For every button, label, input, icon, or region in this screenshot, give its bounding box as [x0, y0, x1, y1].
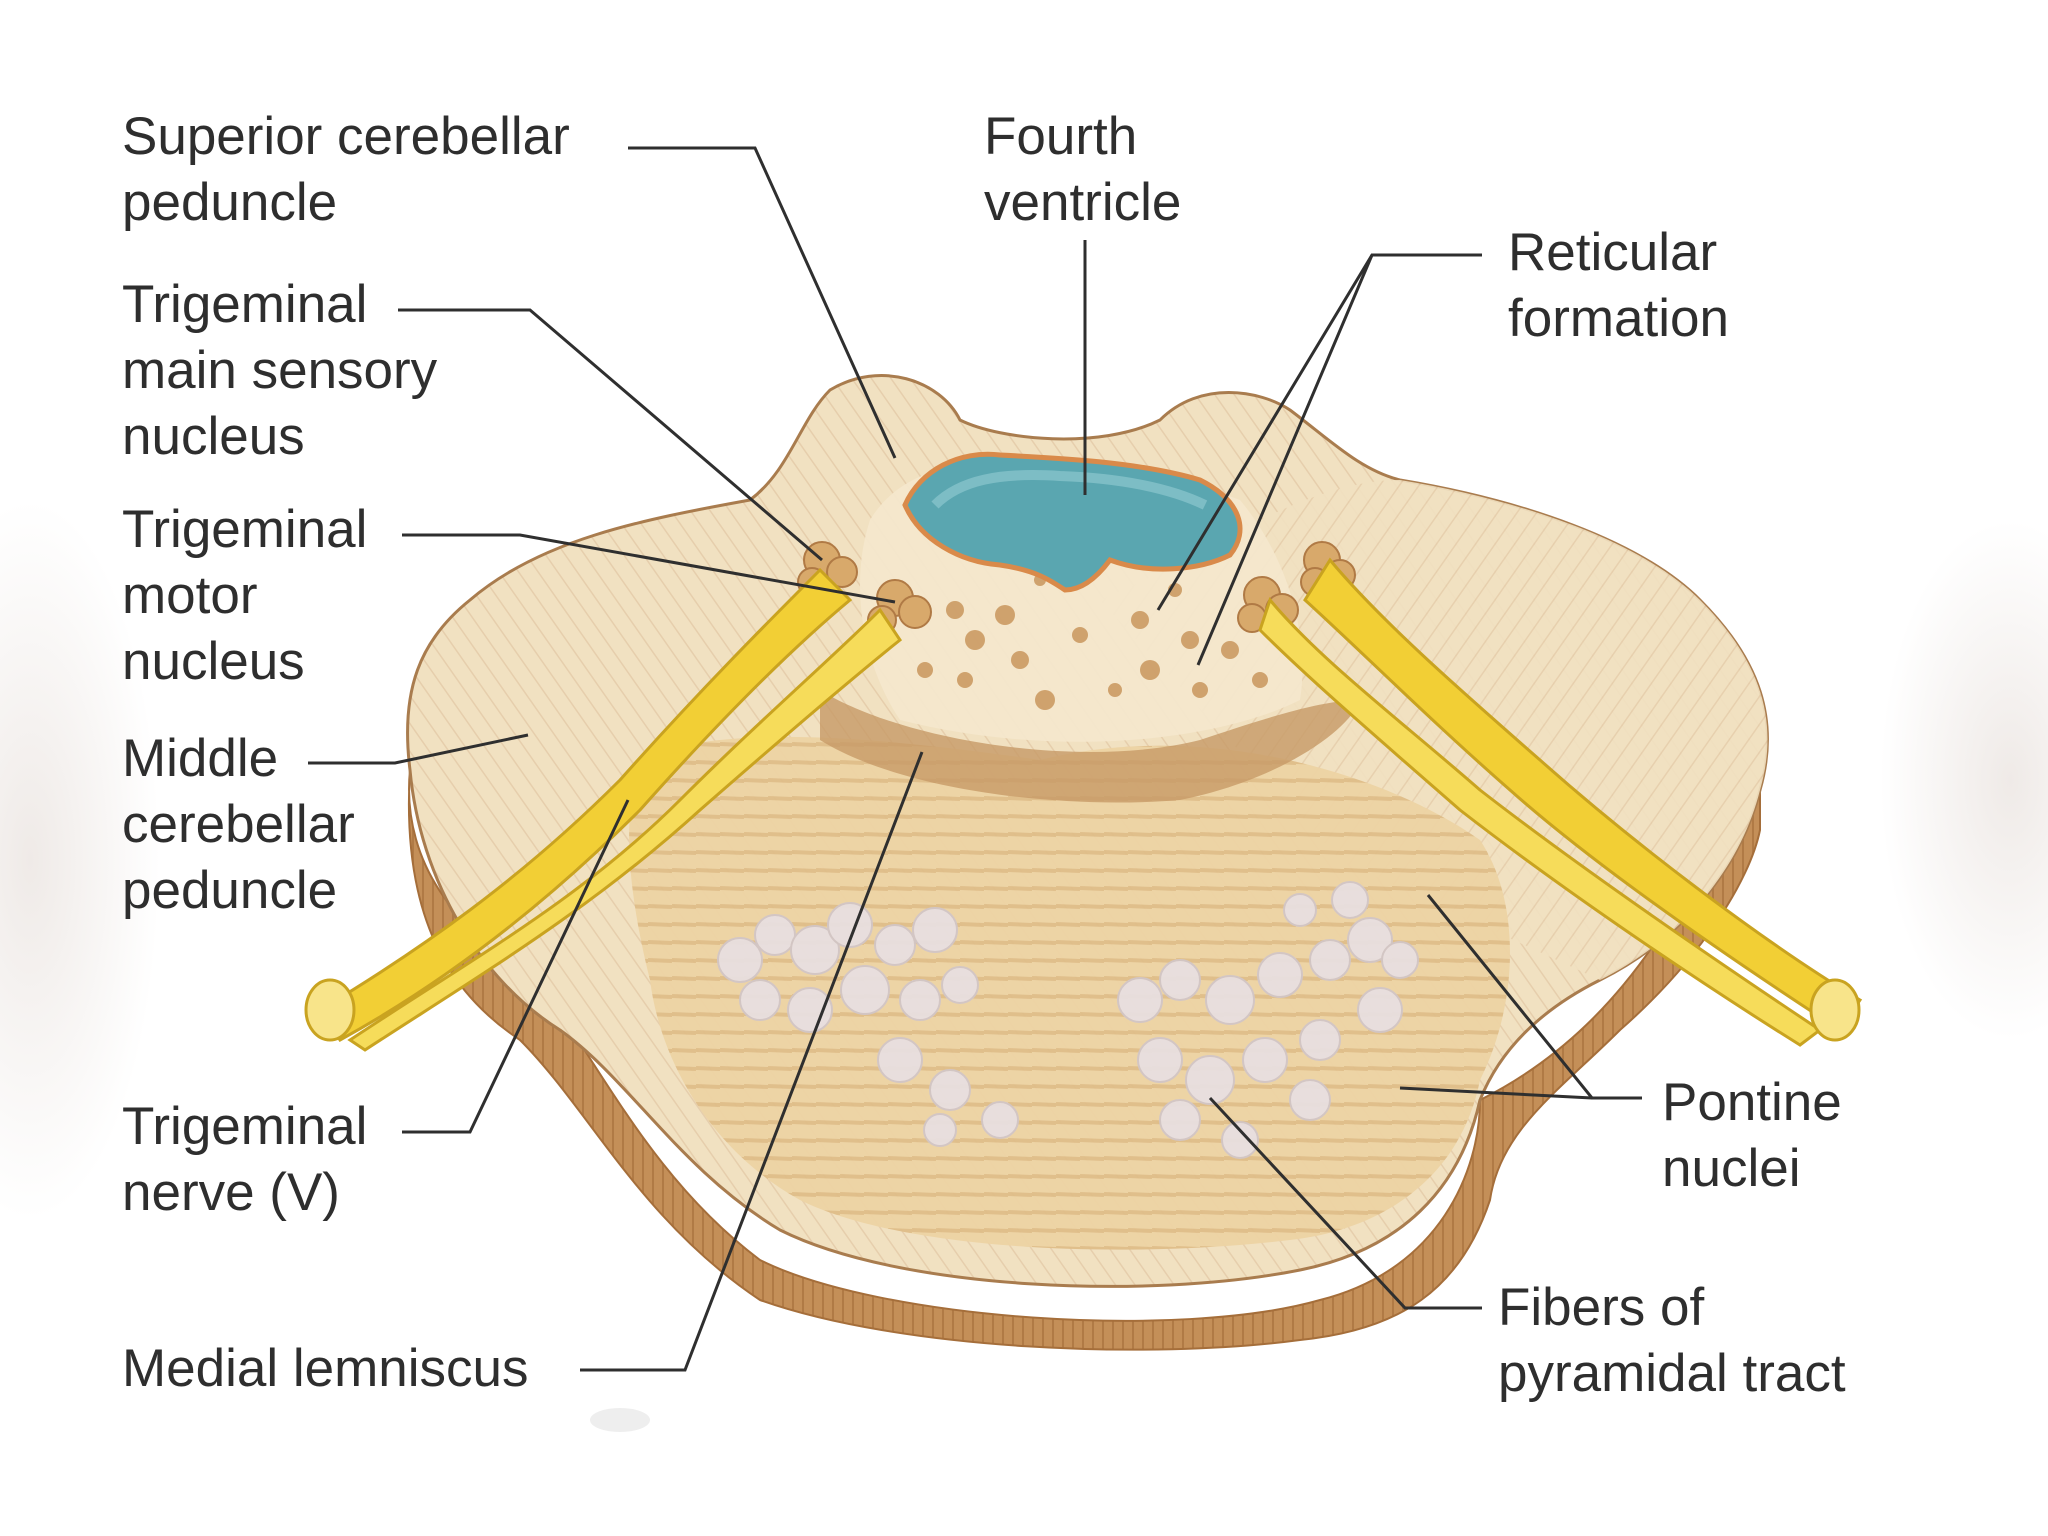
leader-line-trigeminal-motor-nucleus — [402, 533, 896, 604]
leader-line-trigeminal-main-sensory-nucleus — [398, 308, 823, 562]
reticular-formation-spots — [917, 574, 1268, 710]
leader-line-pontine-nuclei-b — [1399, 1086, 1593, 1100]
basilar-pons — [629, 736, 1510, 1250]
tegmentum-band — [820, 690, 1360, 803]
ventricle-highlight — [931, 470, 1208, 510]
label-trigeminal-nerve: Trigeminal nerve (V) — [122, 1097, 368, 1222]
label-fourth-ventricle: Fourth ventricle — [984, 107, 1182, 232]
leader-lines — [308, 146, 1642, 1372]
label-pontine-nuclei: Pontine nuclei — [1662, 1073, 1842, 1198]
leader-line-trigeminal-nerve — [402, 799, 630, 1134]
label-reticular-formation: Reticular formation — [1508, 223, 1729, 348]
label-fibers-of-pyramidal-tract: Fibers of pyramidal tract — [1498, 1278, 1846, 1403]
section-cut-edge — [407, 759, 1761, 1351]
label-superior-cerebellar-peduncle: Superior cerebellar peduncle — [122, 107, 570, 232]
background-shading — [0, 500, 2048, 1432]
right-trigeminal-nerve — [1258, 557, 1863, 1047]
leader-line-superior-cerebellar-peduncle — [628, 146, 897, 459]
label-trigeminal-main-sensory-nucleus: Trigeminal main sensory nucleus — [122, 275, 438, 466]
leader-line-reticular-formation-b — [1196, 254, 1374, 666]
label-trigeminal-motor-nucleus: Trigeminal motor nucleus — [122, 500, 368, 691]
pontine-nuclei-clusters — [717, 881, 1419, 1159]
leader-line-medial-lemniscus — [580, 751, 924, 1372]
label-medial-lemniscus: Medial lemniscus — [122, 1339, 529, 1398]
left-trigeminal-nerve — [304, 567, 903, 1052]
label-middle-cerebellar-peduncle: Middle cerebellar peduncle — [122, 729, 355, 920]
leader-line-middle-cerebellar-peduncle — [308, 733, 529, 765]
leader-line-fibers-of-pyramidal-tract — [1208, 1096, 1482, 1310]
